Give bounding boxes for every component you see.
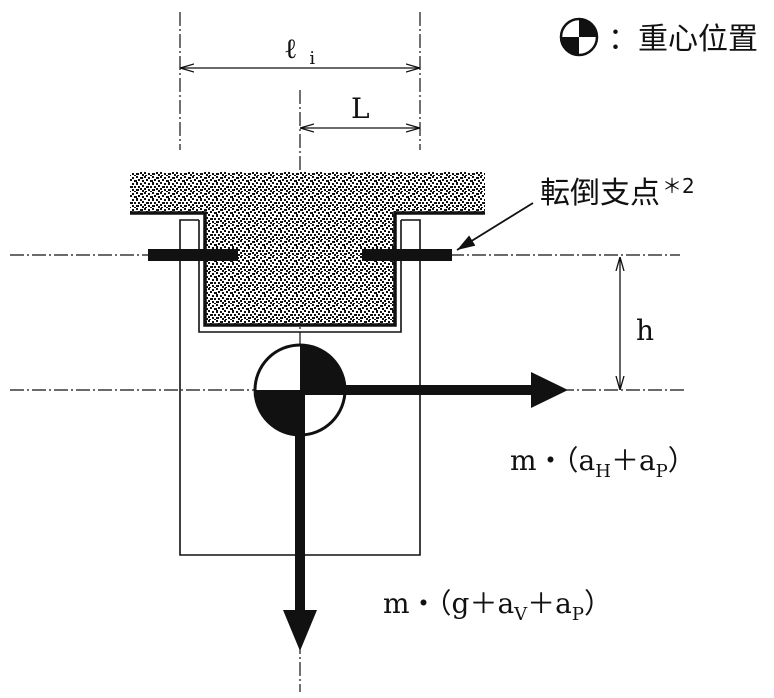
mounted-body <box>130 172 485 327</box>
horizontal-force-arrow <box>300 372 568 408</box>
horizontal-force-subscript-h: H <box>595 461 611 482</box>
vertical-force-arrow <box>283 390 317 651</box>
vertical-force-subscript-v: V <box>513 604 528 625</box>
vertical-force-subscript-p: P <box>572 604 584 625</box>
legend: ：重心位置 <box>559 17 758 57</box>
mounted-body-edge <box>130 211 485 327</box>
horizontal-force-label: m・（aH＋aP） <box>510 444 696 482</box>
dimension-li-subscript: i <box>309 48 315 69</box>
support-bar-left <box>148 249 238 261</box>
horizontal-force-subscript-p: P <box>656 461 668 482</box>
vertical-force-term: ） <box>584 587 612 620</box>
fulcrum-note-mark: ＊2 <box>662 174 695 198</box>
legend-center-of-gravity-icon <box>559 17 599 57</box>
fulcrum-label: 転倒支点＊2 <box>540 174 695 211</box>
legend-label: ：重心位置 <box>608 22 758 57</box>
vertical-force-label: m・（g＋aV＋aP） <box>383 587 612 625</box>
dimension-li-symbol: ℓ <box>284 32 297 65</box>
vertical-force-term: ＋a <box>527 587 572 620</box>
horizontal-force-term: ） <box>668 444 696 477</box>
dimension-h-label: h <box>636 314 654 347</box>
horizontal-force-term: m・（a <box>510 444 595 477</box>
horizontal-force-term: ＋a <box>611 444 656 477</box>
dimension-L-label: L <box>351 92 370 125</box>
casing-recess <box>198 220 402 333</box>
mounted-body-stipple <box>130 172 485 325</box>
vertical-force-term: m・（g＋a <box>383 587 514 620</box>
support-bar-right <box>362 249 452 261</box>
fulcrum-leader-arrow <box>456 202 534 251</box>
fulcrum-label-text: 転倒支点 <box>540 176 660 211</box>
